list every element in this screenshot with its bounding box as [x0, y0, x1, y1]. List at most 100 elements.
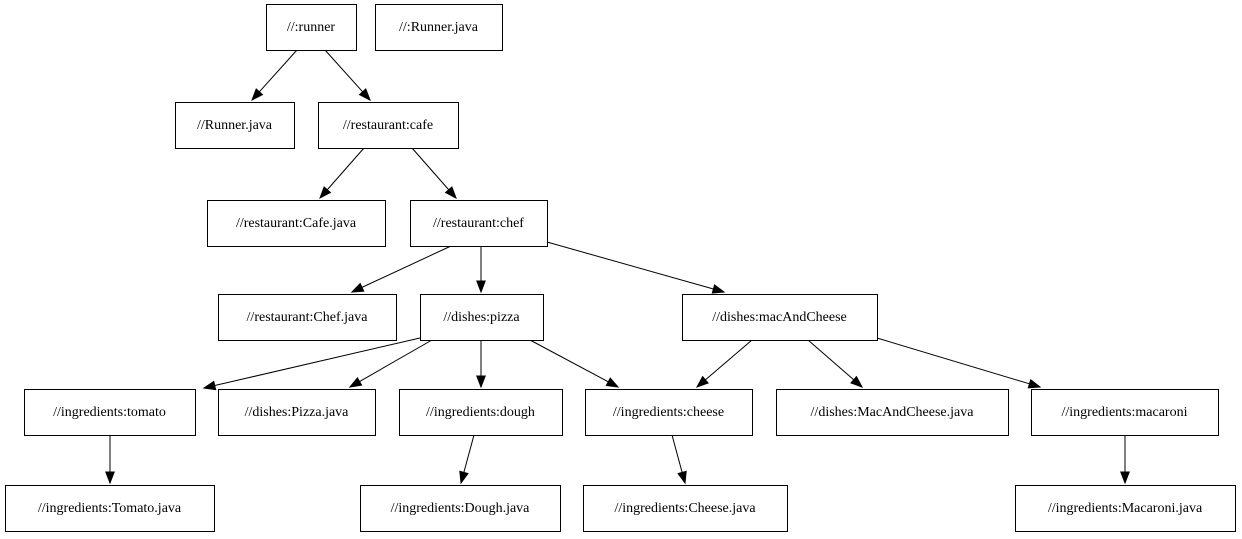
node-label: //ingredients:tomato	[53, 405, 166, 420]
node-box[interactable]	[175, 102, 295, 149]
node-box[interactable]	[682, 294, 878, 341]
node-box[interactable]	[218, 294, 397, 341]
node-label: //dishes:pizza	[443, 310, 520, 325]
node-label: //dishes:MacAndCheese.java	[811, 405, 975, 420]
edge-line	[411, 147, 450, 191]
graph-edge	[324, 49, 371, 102]
graph-node-runner_java_root[interactable]: //:Runner.java	[375, 4, 503, 51]
node-label: //restaurant:Chef.java	[247, 310, 369, 325]
graph-node-ing_tomato[interactable]: //ingredients:tomato	[24, 389, 196, 436]
graph-edge	[671, 434, 687, 485]
node-box[interactable]	[410, 200, 548, 247]
edge-line	[529, 339, 609, 383]
edge-line	[705, 339, 753, 381]
graph-node-dough_java[interactable]: //ingredients:Dough.java	[360, 485, 561, 532]
node-label: //ingredients:Macaroni.java	[1048, 501, 1203, 516]
node-box[interactable]	[360, 485, 561, 532]
graph-node-chef_java[interactable]: //restaurant:Chef.java	[218, 294, 397, 341]
edge-arrowhead-icon	[251, 88, 264, 102]
graph-edge	[529, 339, 620, 388]
graph-node-mac_java[interactable]: //dishes:MacAndCheese.java	[776, 389, 1009, 436]
node-box[interactable]	[218, 389, 376, 436]
graph-edge	[695, 339, 753, 388]
edge-arrowhead-icon	[348, 377, 363, 388]
graph-node-pizza_java[interactable]: //dishes:Pizza.java	[218, 389, 376, 436]
node-label: //ingredients:Tomato.java	[38, 501, 182, 516]
node-box[interactable]	[207, 200, 386, 247]
node-label: //:runner	[287, 20, 336, 35]
graph-node-ing_dough[interactable]: //ingredients:dough	[399, 389, 563, 436]
node-box[interactable]	[375, 4, 503, 51]
graph-node-runner[interactable]: //:runner	[266, 4, 357, 51]
node-label: //restaurant:Cafe.java	[236, 216, 357, 231]
graph-edge	[202, 337, 421, 391]
edge-arrowhead-icon	[105, 471, 115, 485]
node-box[interactable]	[585, 389, 753, 436]
edge-line	[463, 434, 475, 473]
node-box[interactable]	[266, 4, 357, 51]
edge-line	[361, 245, 452, 288]
edge-arrowhead-icon	[1120, 471, 1130, 485]
node-label: //ingredients:Cheese.java	[614, 501, 756, 516]
edge-arrowhead-icon	[319, 186, 332, 200]
nodes-layer: //:runner //:Runner.java //Runner.java //re…	[5, 4, 1236, 532]
graph-edge	[105, 435, 115, 485]
edge-line	[876, 337, 1030, 385]
graph-edge	[546, 241, 726, 294]
node-box[interactable]	[318, 102, 459, 149]
node-label: //ingredients:macaroni	[1062, 405, 1188, 420]
graph-edge	[319, 147, 365, 200]
edge-arrowhead-icon	[677, 470, 687, 485]
edge-line	[324, 49, 364, 93]
edge-arrowhead-icon	[350, 282, 365, 293]
graph-node-ing_macaroni[interactable]: //ingredients:macaroni	[1031, 389, 1219, 436]
edge-line	[214, 337, 421, 387]
node-box[interactable]	[24, 389, 196, 436]
edge-arrowhead-icon	[202, 380, 217, 391]
node-box[interactable]	[583, 485, 788, 532]
edge-line	[359, 339, 433, 382]
node-box[interactable]	[776, 389, 1009, 436]
edge-arrowhead-icon	[358, 88, 371, 102]
graph-node-cafe_java[interactable]: //restaurant:Cafe.java	[207, 200, 386, 247]
graph-node-restaurant_chef[interactable]: //restaurant:chef	[410, 200, 548, 247]
graph-edge	[411, 147, 457, 200]
graph-node-dishes_mac[interactable]: //dishes:macAndCheese	[682, 294, 878, 341]
edge-arrowhead-icon	[476, 375, 486, 389]
node-label: //dishes:macAndCheese	[712, 310, 847, 325]
edge-line	[326, 147, 365, 191]
graph-node-runner_java[interactable]: //Runner.java	[175, 102, 295, 149]
edge-arrowhead-icon	[711, 284, 726, 294]
graph-edge	[350, 245, 452, 293]
edge-arrowhead-icon	[476, 280, 486, 294]
node-box[interactable]	[1031, 389, 1219, 436]
graph-node-restaurant_cafe[interactable]: //restaurant:cafe	[318, 102, 459, 149]
graph-node-macaroni_java[interactable]: //ingredients:Macaroni.java	[1015, 485, 1236, 532]
graph-edge	[1120, 435, 1130, 485]
edge-arrowhead-icon	[850, 375, 864, 388]
graph-edge	[876, 337, 1042, 389]
edges-layer	[105, 49, 1130, 485]
edge-arrowhead-icon	[605, 377, 620, 388]
edge-arrowhead-icon	[1027, 378, 1042, 389]
node-box[interactable]	[420, 294, 544, 341]
node-box[interactable]	[5, 485, 215, 532]
graph-edge	[476, 340, 486, 389]
edge-line	[258, 49, 298, 93]
graph-node-tomato_java[interactable]: //ingredients:Tomato.java	[5, 485, 215, 532]
edge-arrowhead-icon	[695, 375, 709, 388]
node-label: //ingredients:cheese	[613, 405, 724, 420]
node-box[interactable]	[1015, 485, 1236, 532]
edge-line	[671, 434, 683, 473]
node-box[interactable]	[399, 389, 563, 436]
node-label: //restaurant:cafe	[343, 118, 433, 133]
graph-edge	[348, 339, 433, 388]
graph-node-cheese_java[interactable]: //ingredients:Cheese.java	[583, 485, 788, 532]
graph-edge	[476, 246, 486, 294]
graph-node-ing_cheese[interactable]: //ingredients:cheese	[585, 389, 753, 436]
edge-arrowhead-icon	[444, 186, 457, 200]
graph-node-dishes_pizza[interactable]: //dishes:pizza	[420, 294, 544, 341]
graph-edge	[251, 49, 298, 102]
